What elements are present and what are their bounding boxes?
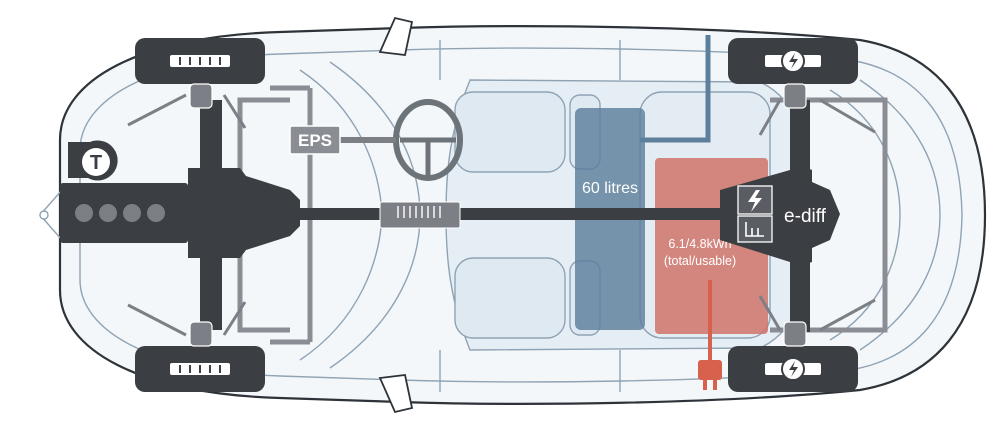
- front-right-spring: [189, 321, 213, 347]
- rear-ediff: e-diff: [720, 100, 840, 332]
- front-left-spring: [189, 83, 213, 109]
- prop-shaft: [300, 201, 720, 229]
- fuel-tank-label: 60 litres: [582, 180, 638, 197]
- eps-box: [289, 125, 341, 155]
- battery-usable-label: (total/usable): [664, 254, 736, 268]
- gearbox: [188, 100, 300, 330]
- rear-subframe: [770, 97, 888, 333]
- prop-shaft-coupling: [379, 201, 461, 229]
- steering-system: EPS: [270, 85, 463, 345]
- battery-capacity-label: 6.1/4.8kWh: [668, 237, 731, 251]
- lightning-icon: [748, 190, 762, 212]
- turbo-icon: T: [68, 140, 118, 181]
- suspension-arms: [127, 93, 876, 337]
- mirror-right: [378, 374, 414, 414]
- power-plug-icon: [698, 360, 722, 390]
- front-left-wheel: [135, 38, 265, 109]
- rear-left-spring: [783, 83, 807, 109]
- rear-left-wheel: [728, 38, 858, 109]
- ediff-clutch-box: [737, 215, 773, 243]
- eps-label: EPS: [298, 131, 332, 150]
- rear-right-wheel: [728, 321, 858, 392]
- engine: T: [60, 140, 188, 243]
- front-right-wheel: [135, 321, 265, 392]
- turbo-label: T: [90, 152, 102, 174]
- mirror-left: [378, 16, 414, 56]
- fuel-filler-pipe: [640, 35, 711, 143]
- rear-right-spring: [783, 321, 807, 347]
- ediff-label: e-diff: [784, 206, 827, 227]
